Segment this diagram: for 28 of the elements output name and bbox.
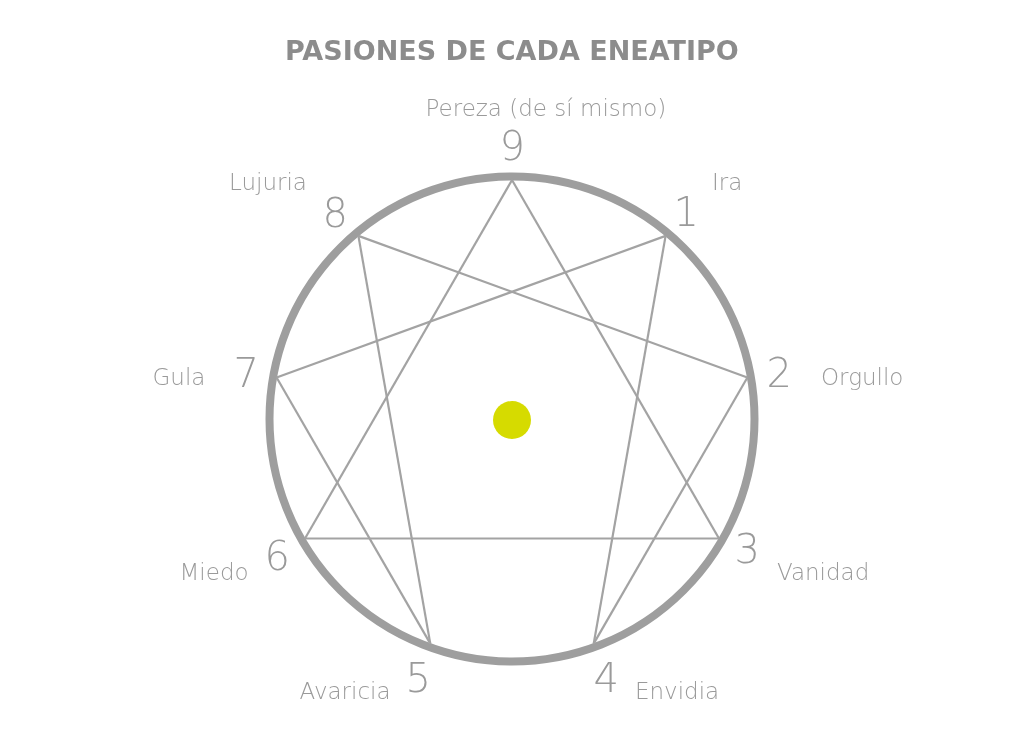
type-number: 7: [233, 353, 259, 393]
enneagram-line: [592, 376, 749, 645]
type-number: 6: [264, 536, 290, 576]
enneagram-line: [357, 235, 432, 644]
passion-label: Miedo: [179, 560, 249, 584]
type-number: 3: [734, 529, 760, 569]
enneagram-line: [305, 537, 719, 540]
passion-label: Pereza (de sí mismo): [425, 96, 667, 120]
type-number: 2: [766, 353, 792, 393]
enneagram-line: [358, 234, 748, 379]
diagram-title: PASIONES DE CADA ENEATIPO: [285, 36, 739, 64]
type-number: 8: [322, 193, 348, 233]
passion-label: Gula: [152, 365, 206, 389]
passion-label: Avaricia: [299, 679, 391, 703]
type-number: 1: [673, 192, 699, 232]
enneagram-line: [592, 235, 667, 644]
passion-label: Lujuria: [229, 170, 307, 194]
enneagram-line: [276, 234, 666, 379]
passion-label: Orgullo: [821, 365, 904, 389]
passion-label: Envidia: [635, 679, 720, 703]
type-number: 4: [593, 658, 619, 698]
enneagram-line: [275, 376, 432, 645]
passion-label: Vanidad: [777, 560, 870, 584]
type-number: 5: [405, 658, 431, 698]
type-number: 9: [499, 126, 525, 166]
enneagram-line: [304, 179, 513, 540]
passion-label: Ira: [712, 170, 743, 194]
enneagram-line: [511, 179, 720, 540]
